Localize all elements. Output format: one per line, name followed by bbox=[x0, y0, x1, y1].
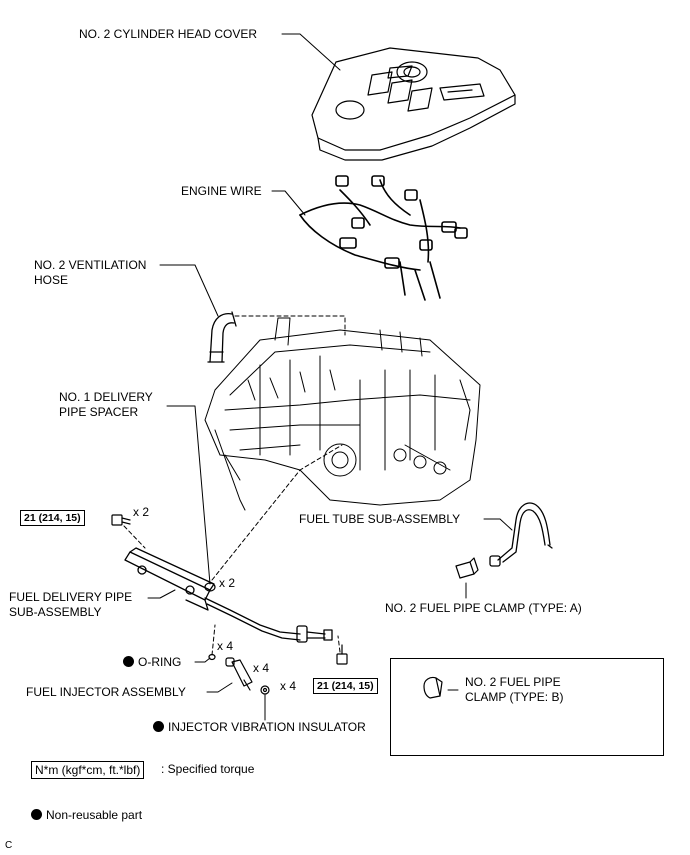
delivery-pipe-spacer-drawing bbox=[204, 582, 216, 592]
corner-code: C bbox=[5, 840, 13, 851]
label-fuel-delivery-pipe-line1: FUEL DELIVERY PIPE bbox=[9, 590, 133, 604]
label-fuel-injector: FUEL INJECTOR ASSEMBLY bbox=[26, 685, 186, 699]
label-vibration-insulator: INJECTOR VIBRATION INSULATOR bbox=[153, 720, 366, 735]
qty-o-ring: x 4 bbox=[217, 639, 234, 653]
label-o-ring: O-RING bbox=[123, 655, 181, 670]
legend-non-reusable: Non-reusable part bbox=[31, 808, 142, 823]
label-delivery-pipe-spacer-line1: NO. 1 DELIVERY bbox=[59, 390, 153, 404]
leader-fuel-injector bbox=[206, 682, 233, 693]
dash-bolt-top bbox=[123, 525, 146, 549]
bolt-top-drawing bbox=[111, 514, 131, 526]
non-reusable-dot bbox=[31, 809, 42, 820]
label-clamp-type-a: NO. 2 FUEL PIPE CLAMP (TYPE: A) bbox=[385, 601, 582, 615]
label-ventilation-hose-line1: NO. 2 VENTILATION bbox=[34, 258, 147, 272]
label-delivery-pipe-spacer-line2: PIPE SPACER bbox=[59, 405, 139, 419]
clamp-type-a-drawing bbox=[455, 557, 479, 579]
legend-torque-desc: : Specified torque bbox=[161, 762, 255, 776]
label-ventilation-hose-line2: HOSE bbox=[34, 273, 69, 287]
leader-engine-wire bbox=[271, 190, 306, 216]
qty-injector: x 4 bbox=[253, 661, 270, 675]
o-ring-drawing bbox=[208, 653, 216, 661]
leader-cylinder-head-cover bbox=[281, 33, 341, 71]
ventilation-hose-drawing bbox=[207, 311, 237, 363]
dash-oring bbox=[211, 624, 216, 656]
label-clamp-type-b-line2: CLAMP (TYPE: B) bbox=[465, 690, 564, 704]
qty-bolt-top: x 2 bbox=[133, 505, 150, 519]
non-reusable-dot bbox=[153, 721, 164, 732]
engine-wire-drawing bbox=[299, 175, 468, 301]
clamp-type-b-inset-box bbox=[390, 658, 664, 756]
qty-spacer: x 2 bbox=[219, 576, 236, 590]
label-fuel-tube: FUEL TUBE SUB-ASSEMBLY bbox=[299, 512, 461, 526]
qty-insulator: x 4 bbox=[280, 679, 297, 693]
fuel-delivery-pipe-drawing bbox=[124, 547, 333, 643]
fuel-injector-drawing bbox=[225, 657, 253, 691]
torque-label-fuel-tube-bolt: 21 (214, 15) bbox=[313, 678, 378, 694]
leader-o-ring bbox=[194, 657, 211, 663]
label-engine-wire: ENGINE WIRE bbox=[181, 184, 262, 198]
leader-ventilation-hose bbox=[159, 264, 219, 317]
leader-fuel-tube bbox=[483, 518, 513, 531]
cylinder-head-cover-drawing bbox=[311, 47, 516, 161]
label-clamp-type-b-line1: NO. 2 FUEL PIPE bbox=[465, 675, 561, 689]
dash-hose bbox=[234, 315, 346, 336]
label-fuel-delivery-pipe-line2: SUB-ASSEMBLY bbox=[9, 605, 102, 619]
leader-fuel-delivery-pipe bbox=[147, 589, 176, 599]
non-reusable-dot bbox=[123, 656, 134, 667]
leader-delivery-pipe-spacer bbox=[166, 405, 211, 585]
fuel-tube-drawing bbox=[489, 502, 553, 567]
legend-torque-unit: N*m (kgf*cm, ft.*lbf) bbox=[31, 761, 145, 779]
label-cylinder-head-cover: NO. 2 CYLINDER HEAD COVER bbox=[79, 27, 258, 41]
bolt-right-drawing bbox=[336, 644, 348, 665]
dash-bolt-right bbox=[337, 635, 341, 653]
torque-label-delivery-pipe-bolt: 21 (214, 15) bbox=[20, 510, 85, 526]
clamp-type-b-drawing bbox=[423, 676, 443, 699]
engine-assembly-drawing bbox=[204, 317, 481, 511]
vibration-insulator-drawing bbox=[260, 685, 270, 695]
